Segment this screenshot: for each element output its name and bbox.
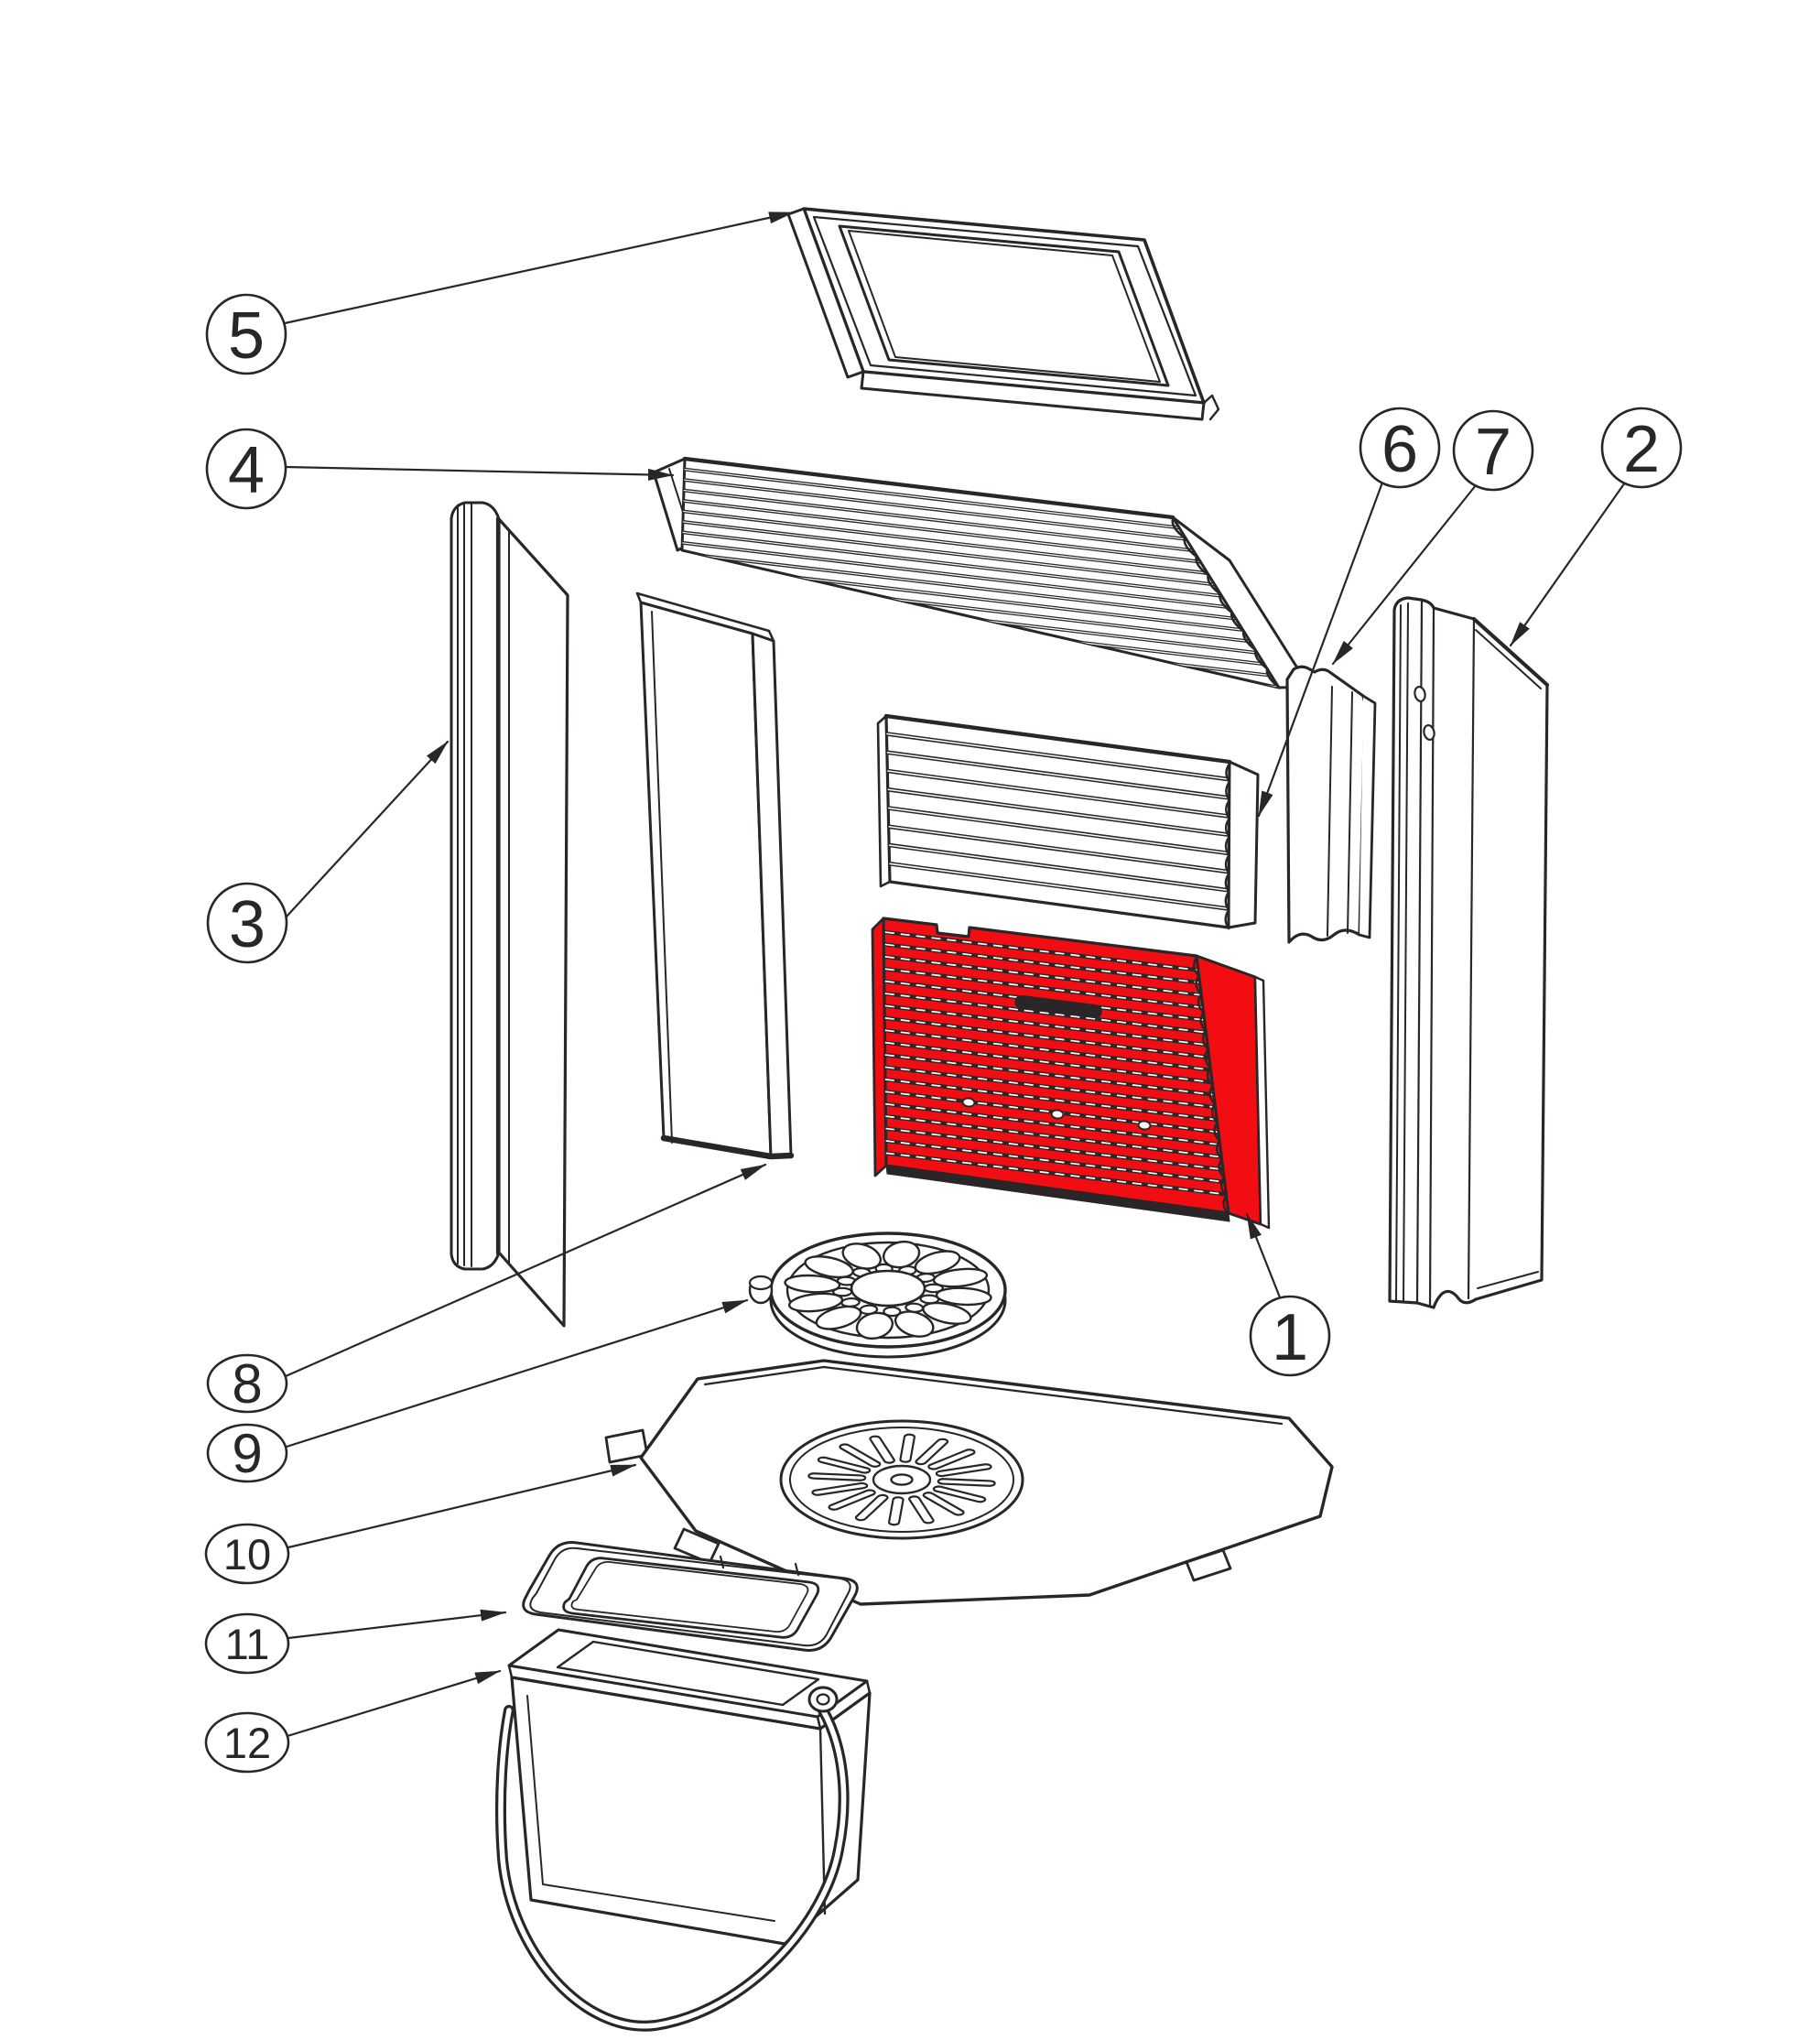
handle-pivot [807,1686,839,1713]
callout-number-1: 1 [1272,1301,1308,1374]
callout-balloon-2[interactable] [1600,407,1683,489]
part-base-plate [604,1359,1334,1606]
part-upper-back-panel [876,713,1260,930]
leader-line-4 [284,465,675,481]
leader-line-7 [1331,483,1478,666]
leader-line-12 [286,1669,502,1738]
leader-line-1 [1245,1212,1282,1299]
part-inner-right-panel [1285,665,1377,944]
callout-number-9: 9 [232,1423,262,1484]
callout-balloon-10[interactable] [204,1523,290,1585]
callout-balloon-5[interactable] [205,293,287,375]
callout-balloon-6[interactable] [1359,407,1441,489]
callout-balloon-1[interactable] [1249,1295,1331,1377]
leader-line-5 [283,211,796,325]
callout-balloon-12[interactable] [204,1711,290,1774]
panel-slot [1014,994,1102,1019]
leader-line-2 [1509,481,1627,647]
callout-number-7: 7 [1475,416,1511,489]
part-back-panel-highlighted[interactable] [870,917,1271,1230]
part-inner-left-panel [635,591,795,1160]
callout-number-4: 4 [228,434,265,507]
part-ash-pan [494,1628,872,2032]
callout-number-12: 12 [223,1719,271,1767]
callout-number-8: 8 [232,1353,262,1415]
panel-hole [1423,723,1435,742]
callout-number-5: 5 [228,299,265,373]
leader-line-3 [285,740,450,918]
callout-balloon-7[interactable] [1452,409,1534,492]
leader-line-8 [284,1163,767,1378]
part-rotary-grate [748,1232,1007,1359]
callout-balloon-4[interactable] [205,428,287,510]
callout-balloon-9[interactable] [206,1423,288,1483]
leader-line-10 [287,1463,637,1549]
callout-number-3: 3 [229,888,265,961]
callout-number-10: 10 [223,1530,271,1579]
panel-hole [1414,685,1426,703]
callout-balloon-3[interactable] [206,882,288,964]
callout-number-6: 6 [1381,413,1418,486]
callout-balloon-11[interactable] [204,1612,290,1675]
leader-line-6 [1257,481,1384,818]
callout-number-11: 11 [225,1620,270,1668]
callout-balloon-8[interactable] [206,1353,288,1414]
leader-line-9 [285,1298,749,1449]
part-top-plate [786,207,1220,421]
callout-number-2: 2 [1623,413,1660,486]
part-grate-frame [522,1541,859,1652]
leader-line-11 [287,1609,507,1640]
part-right-side-panel [1388,596,1550,1309]
part-left-side-panel [450,501,569,1328]
